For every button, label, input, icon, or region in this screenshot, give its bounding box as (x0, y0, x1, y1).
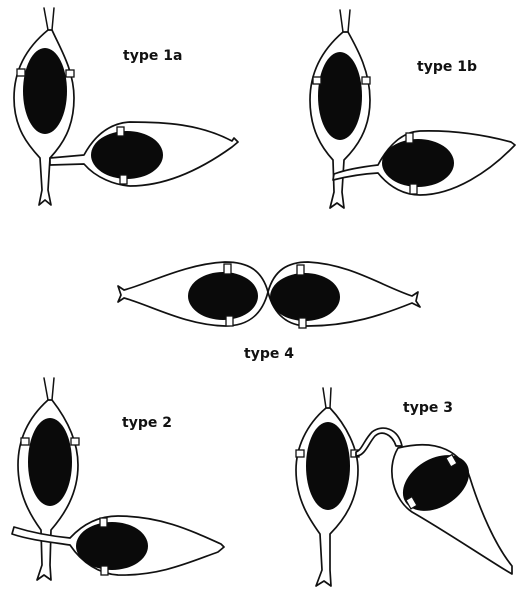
tick-mark (100, 518, 107, 527)
tick-mark (226, 316, 233, 326)
cell-process (44, 378, 54, 400)
nucleus (318, 52, 362, 140)
tick-mark (21, 438, 29, 445)
nucleus (306, 422, 350, 510)
tick-mark (117, 127, 124, 136)
tick-mark (17, 69, 25, 76)
panel-type-4: type 4 (118, 262, 420, 362)
cell-process (340, 10, 350, 32)
tick-mark (101, 566, 108, 575)
label-type-1a: type 1a (123, 48, 182, 64)
tick-mark (71, 438, 79, 445)
panel-type-1b: type 1b (310, 10, 515, 208)
tick-mark (406, 133, 413, 143)
label-type-4: type 4 (244, 346, 294, 362)
label-type-3: type 3 (403, 400, 453, 416)
nucleus (28, 418, 72, 506)
panel-type-3: type 3 (296, 388, 512, 586)
tick-mark (120, 175, 127, 184)
cell-process (44, 8, 54, 30)
tick-mark (299, 318, 306, 328)
tick-mark (66, 70, 74, 77)
tick-mark (362, 77, 370, 84)
nucleus (382, 139, 454, 187)
cell-process (323, 388, 331, 408)
tick-mark (297, 265, 304, 275)
label-type-1b: type 1b (417, 59, 477, 75)
panel-type-2: type 2 (12, 378, 224, 580)
tick-mark (296, 450, 304, 457)
nucleus (23, 48, 67, 134)
nucleus (91, 131, 163, 179)
tick-mark (313, 77, 321, 84)
label-type-2: type 2 (122, 415, 172, 431)
tick-mark (224, 264, 231, 274)
panel-type-1a: type 1a (14, 8, 238, 205)
nucleus (270, 273, 340, 321)
nucleus (76, 522, 148, 570)
tick-mark (410, 184, 417, 194)
nucleus (188, 272, 258, 320)
